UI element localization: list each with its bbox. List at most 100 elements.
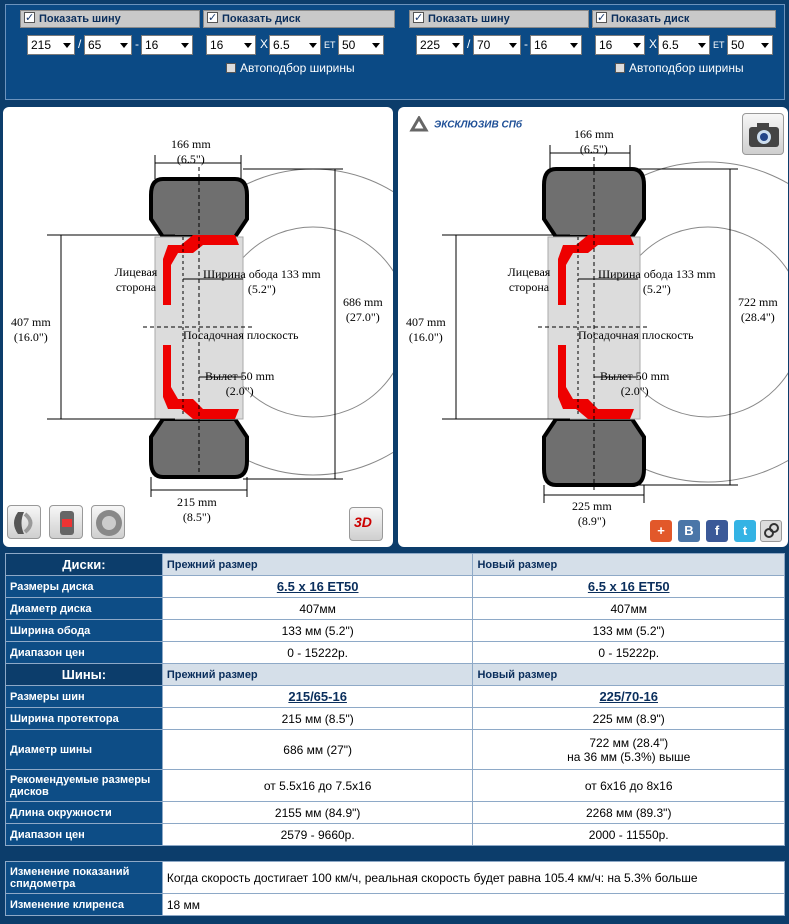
tire-profile-value: 70 (477, 38, 491, 52)
tire-rim-select[interactable]: 16 (141, 35, 193, 55)
row-label: Рекомендуемые размеры дисков (5, 769, 163, 802)
show-disk-checkbox[interactable] (596, 11, 607, 26)
tire-profile-value: 65 (88, 38, 102, 52)
new-value: 133 мм (5.2") (472, 619, 785, 642)
rim-top (163, 235, 239, 305)
old-tire-size-link[interactable]: 215/65-16 (161, 685, 474, 708)
table-row: Размеры шин 215/65-16 225/70-16 (5, 685, 785, 708)
wheel-cross-section (442, 145, 788, 503)
disk-diameter-value: 16 (210, 38, 224, 52)
brand-logo-icon (408, 116, 430, 134)
auto-width-option[interactable]: Автоподбор ширины (615, 61, 744, 75)
width-mm: 166 mm (171, 137, 211, 151)
tire-rim-select[interactable]: 16 (530, 35, 582, 55)
width-label: 166 mm(6.5") (171, 137, 211, 167)
old-value: 133 мм (5.2") (161, 619, 474, 642)
tire-profile-select[interactable]: 65 (84, 35, 132, 55)
auto-width-checkbox[interactable] (226, 63, 236, 73)
new-tire-size-link[interactable]: 225/70-16 (472, 685, 785, 708)
show-tire-checkbox-label[interactable]: Показать шину (409, 10, 589, 28)
tread-label: 215 mm(8.5") (177, 495, 217, 525)
rim-bottom (558, 345, 634, 419)
offset-in: (2.0") (620, 384, 649, 398)
disk-width-select[interactable]: 6.5 (269, 35, 321, 55)
tire-dia-mm: 722 mm (738, 295, 778, 309)
slash-separator: / (467, 37, 471, 51)
disk-dia-mm: 407 mm (11, 315, 51, 329)
show-disk-checkbox-label[interactable]: Показать диск (203, 10, 395, 28)
disk-width-select[interactable]: 6.5 (658, 35, 710, 55)
camera-icon[interactable] (742, 113, 784, 155)
old-disk-size-link[interactable]: 6.5 x 16 ET50 (161, 575, 474, 598)
link-share-icon[interactable] (760, 520, 782, 542)
clearance-value: 18 мм (161, 893, 786, 916)
show-disk-checkbox-label[interactable]: Показать диск (592, 10, 776, 28)
vk-share-icon[interactable]: B (678, 520, 700, 542)
disk-diameter-select[interactable]: 16 (206, 35, 256, 55)
show-tire-checkbox[interactable] (24, 11, 35, 26)
tire-width-value: 215 (31, 38, 52, 52)
rim-width-mm: Ширина обода 133 mm (203, 267, 321, 281)
new-value: 2268 мм (89.3") (472, 801, 785, 824)
tire-width-value: 225 (420, 38, 441, 52)
vk-share-glyph: B (684, 523, 694, 538)
old-size-column-header: Прежний размер (161, 553, 474, 576)
rim-top (558, 235, 634, 305)
x-separator: X (260, 37, 269, 51)
offset-label: Вылет 50 mm(2.0") (205, 369, 274, 399)
3d-view-icon[interactable]: 3D (349, 507, 383, 541)
et-label: ET (324, 40, 336, 50)
tire-profile-select[interactable]: 70 (473, 35, 521, 55)
width-label: 166 mm(6.5") (574, 127, 614, 157)
rim-width-in: (5.2") (247, 282, 276, 296)
chevron-down-icon (761, 43, 769, 48)
tire-width-select[interactable]: 225 (416, 35, 464, 55)
old-wheel-diagram: 166 mm(6.5") Лицевая сторона Ширина обод… (3, 107, 393, 547)
tire-side-view-icon[interactable] (91, 505, 125, 539)
chevron-down-icon (372, 43, 380, 48)
chevron-down-icon (120, 43, 128, 48)
plus-share-glyph: + (657, 523, 665, 538)
table-row: Изменение показаний спидометра Когда ско… (5, 861, 786, 894)
chevron-down-icon (570, 43, 578, 48)
old-value: 686 мм (27") (161, 729, 474, 770)
show-tire-label: Показать шину (39, 13, 121, 25)
new-size-column-header: Новый размер (472, 663, 785, 686)
twitter-share-icon[interactable]: t (734, 520, 756, 542)
tread-mm: 215 mm (177, 495, 217, 509)
show-disk-checkbox[interactable] (207, 11, 218, 26)
tire-top-section (149, 177, 249, 239)
disk-et-select[interactable]: 50 (727, 35, 773, 55)
tire-section-view-icon[interactable] (7, 505, 41, 539)
new-size-panel: Показать шину 225 / 70 - 16 Показать дис… (409, 10, 776, 78)
row-label: Диаметр шины (5, 729, 163, 770)
speedometer-value: Когда скорость достигает 100 км/ч, реаль… (161, 861, 786, 894)
old-value: от 5.5x16 до 7.5x16 (161, 769, 474, 802)
auto-width-checkbox[interactable] (615, 63, 625, 73)
rim-width-mm: Ширина обода 133 mm (598, 267, 716, 281)
show-tire-checkbox-label[interactable]: Показать шину (20, 10, 200, 28)
tire-front-view-icon[interactable] (49, 505, 83, 539)
disk-et-value: 50 (731, 38, 745, 52)
row-label: Диаметр диска (5, 597, 163, 620)
facebook-share-icon[interactable]: f (706, 520, 728, 542)
disk-diameter-select[interactable]: 16 (595, 35, 645, 55)
new-disk-size-link[interactable]: 6.5 x 16 ET50 (472, 575, 785, 598)
clearance-label: Изменение клиренса (5, 893, 163, 916)
disk-dia-in: (16.0") (408, 330, 443, 344)
show-tire-checkbox[interactable] (413, 11, 424, 26)
rim-width-label: Ширина обода 133 mm(5.2") (203, 267, 321, 297)
disk-width-value: 6.5 (273, 38, 290, 52)
auto-width-option[interactable]: Автоподбор ширины (226, 61, 355, 75)
row-label: Размеры диска (5, 575, 163, 598)
disk-width-value: 6.5 (662, 38, 679, 52)
old-value: 215 мм (8.5") (161, 707, 474, 730)
tire-diameter-label: 722 mm(28.4") (738, 295, 778, 325)
new-size-column-header: Новый размер (472, 553, 785, 576)
disk-et-select[interactable]: 50 (338, 35, 384, 55)
chevron-down-icon (633, 43, 641, 48)
row-label: Длина окружности (5, 801, 163, 824)
tire-width-select[interactable]: 215 (27, 35, 75, 55)
new-value: 225 мм (8.9") (472, 707, 785, 730)
plus-share-icon[interactable]: + (650, 520, 672, 542)
